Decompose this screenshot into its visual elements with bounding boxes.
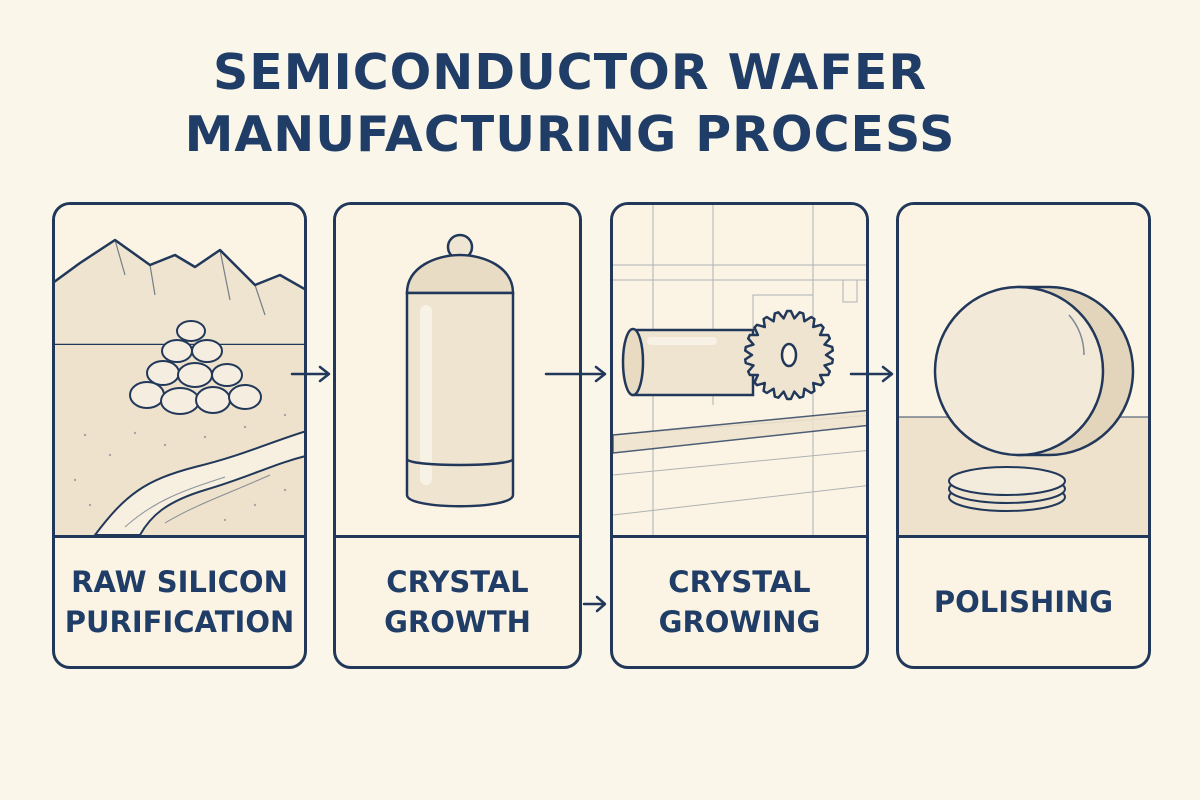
wafer-disc-icon bbox=[899, 205, 1148, 535]
step-card-crystal-growth: CRYSTAL GROWTH bbox=[333, 202, 582, 669]
card-divider bbox=[899, 535, 1148, 538]
card-divider bbox=[336, 535, 579, 538]
step-label-line-2: PURIFICATION bbox=[64, 605, 295, 639]
ingot-saw-icon bbox=[613, 205, 866, 535]
step-label: POLISHING bbox=[899, 538, 1148, 666]
step-label-line-1: POLISHING bbox=[933, 585, 1114, 619]
arrow-right-icon bbox=[582, 595, 607, 613]
page-title: SEMICONDUCTOR WAFER MANUFACTURING PROCES… bbox=[0, 42, 1140, 166]
saw-blade-hub bbox=[780, 342, 798, 368]
card-divider bbox=[55, 535, 304, 538]
step-label: CRYSTAL GROWTH bbox=[336, 538, 579, 666]
title-line-1: SEMICONDUCTOR WAFER bbox=[212, 44, 928, 101]
arrow-right-icon bbox=[849, 365, 894, 383]
card-divider bbox=[613, 535, 866, 538]
saw-blade-icon bbox=[743, 309, 835, 401]
arrow-right-icon bbox=[290, 365, 331, 383]
step-label-line-2: GROWTH bbox=[384, 605, 531, 639]
step-label-line-1: RAW SILICON bbox=[71, 565, 288, 599]
silicon-pile-icon bbox=[55, 205, 304, 535]
title-line-2: MANUFACTURING PROCESS bbox=[184, 106, 956, 163]
arrow-right-icon bbox=[544, 365, 607, 383]
step-card-raw-silicon: RAW SILICON PURIFICATION bbox=[52, 202, 307, 669]
step-label-line-1: CRYSTAL bbox=[668, 565, 811, 599]
step-label-line-1: CRYSTAL bbox=[386, 565, 529, 599]
step-card-polishing: POLISHING bbox=[896, 202, 1151, 669]
step-label: RAW SILICON PURIFICATION bbox=[55, 538, 304, 666]
ingot-cylinder-icon bbox=[336, 205, 579, 535]
step-label: CRYSTAL GROWING bbox=[613, 538, 866, 666]
step-card-crystal-growing: CRYSTAL GROWING bbox=[610, 202, 869, 669]
step-label-line-2: GROWING bbox=[658, 605, 821, 639]
